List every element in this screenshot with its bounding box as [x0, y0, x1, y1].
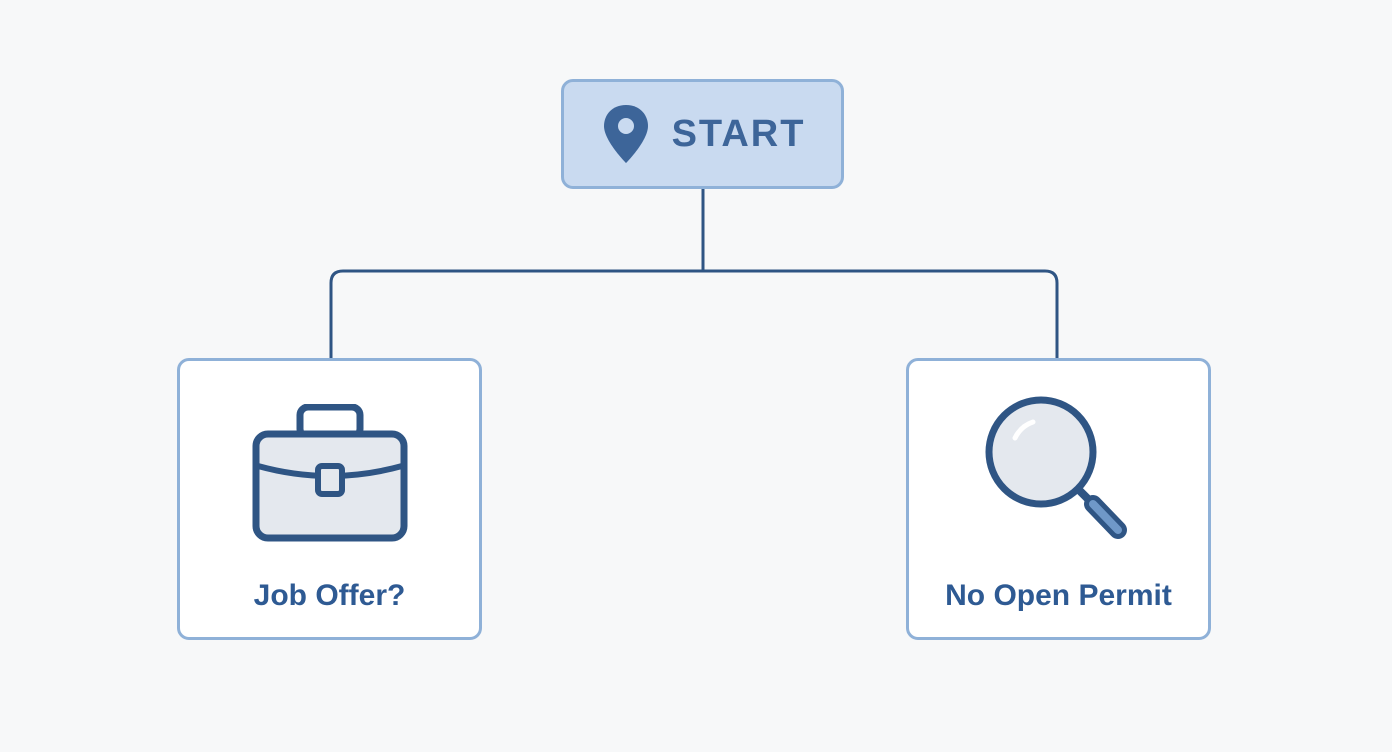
start-label: START	[671, 112, 806, 155]
job-offer-node[interactable]: Job Offer?	[177, 358, 482, 640]
connector-branch-left	[329, 269, 703, 358]
job-offer-label: Job Offer?	[253, 579, 406, 612]
magnifying-glass-icon	[974, 389, 1144, 559]
start-node[interactable]: START	[561, 79, 844, 189]
briefcase-icon	[245, 389, 415, 559]
no-open-permit-label: No Open Permit	[945, 579, 1172, 612]
map-pin-icon	[603, 105, 648, 163]
no-open-permit-node[interactable]: No Open Permit	[906, 358, 1211, 640]
connector-branch-right	[703, 269, 1059, 358]
